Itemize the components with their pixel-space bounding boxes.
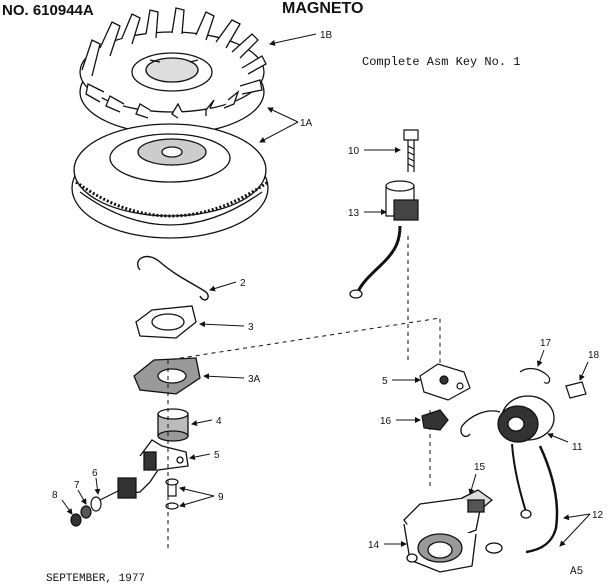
callout-3: 3: [248, 322, 254, 333]
flywheel-part-1A: [72, 124, 268, 238]
callout-4: 4: [216, 416, 222, 427]
callout-11: 11: [572, 442, 583, 453]
base-part-14: [404, 524, 502, 572]
callout-14: 14: [368, 540, 380, 551]
coil-part-11: [461, 396, 554, 518]
plate-part-3: [136, 306, 196, 338]
callout-13: 13: [348, 208, 360, 219]
callout-17: 17: [540, 338, 552, 349]
callout-8: 8: [52, 490, 58, 501]
callout-16: 16: [380, 416, 392, 427]
screw-part-9: [166, 479, 178, 509]
points-part-5: [420, 364, 470, 400]
assembly-note: Complete Asm Key No. 1: [362, 55, 521, 69]
plate-part-3A: [134, 358, 200, 394]
wire-part-12: [526, 446, 557, 552]
breaker-arm-part-5: [122, 440, 188, 494]
diagram-title: MAGNETO: [282, 0, 364, 17]
callout-6: 6: [92, 468, 98, 479]
callout-9: 9: [218, 492, 224, 503]
screw-part-10: [404, 130, 418, 172]
fan-part-1B: [80, 8, 266, 134]
callout-5-right: 5: [382, 376, 388, 387]
block-part-16: [422, 410, 448, 430]
callout-7: 7: [74, 480, 80, 491]
callout-10: 10: [348, 146, 360, 157]
callout-18: 18: [588, 350, 600, 361]
dashed-guide-lines: [168, 236, 440, 548]
wire-part-17: [520, 369, 550, 384]
callout-5-left: 5: [214, 450, 220, 461]
callout-3A: 3A: [248, 374, 261, 385]
callout-1A: 1A: [300, 118, 313, 129]
model-number: NO. 610944A: [2, 2, 94, 19]
callout-1B: 1B: [320, 30, 333, 41]
sleeve-part-4: [158, 409, 188, 441]
small-hardware: [71, 478, 136, 526]
callout-2: 2: [240, 278, 246, 289]
leader-lines: [62, 34, 590, 547]
callout-15: 15: [474, 462, 486, 473]
page-code: A5: [570, 566, 584, 578]
callout-12: 12: [592, 510, 604, 521]
condenser-part-13: [350, 181, 418, 298]
tab-part-18: [566, 382, 586, 398]
footer-date: SEPTEMBER, 1977: [46, 573, 146, 585]
spring-part-2: [138, 257, 208, 300]
